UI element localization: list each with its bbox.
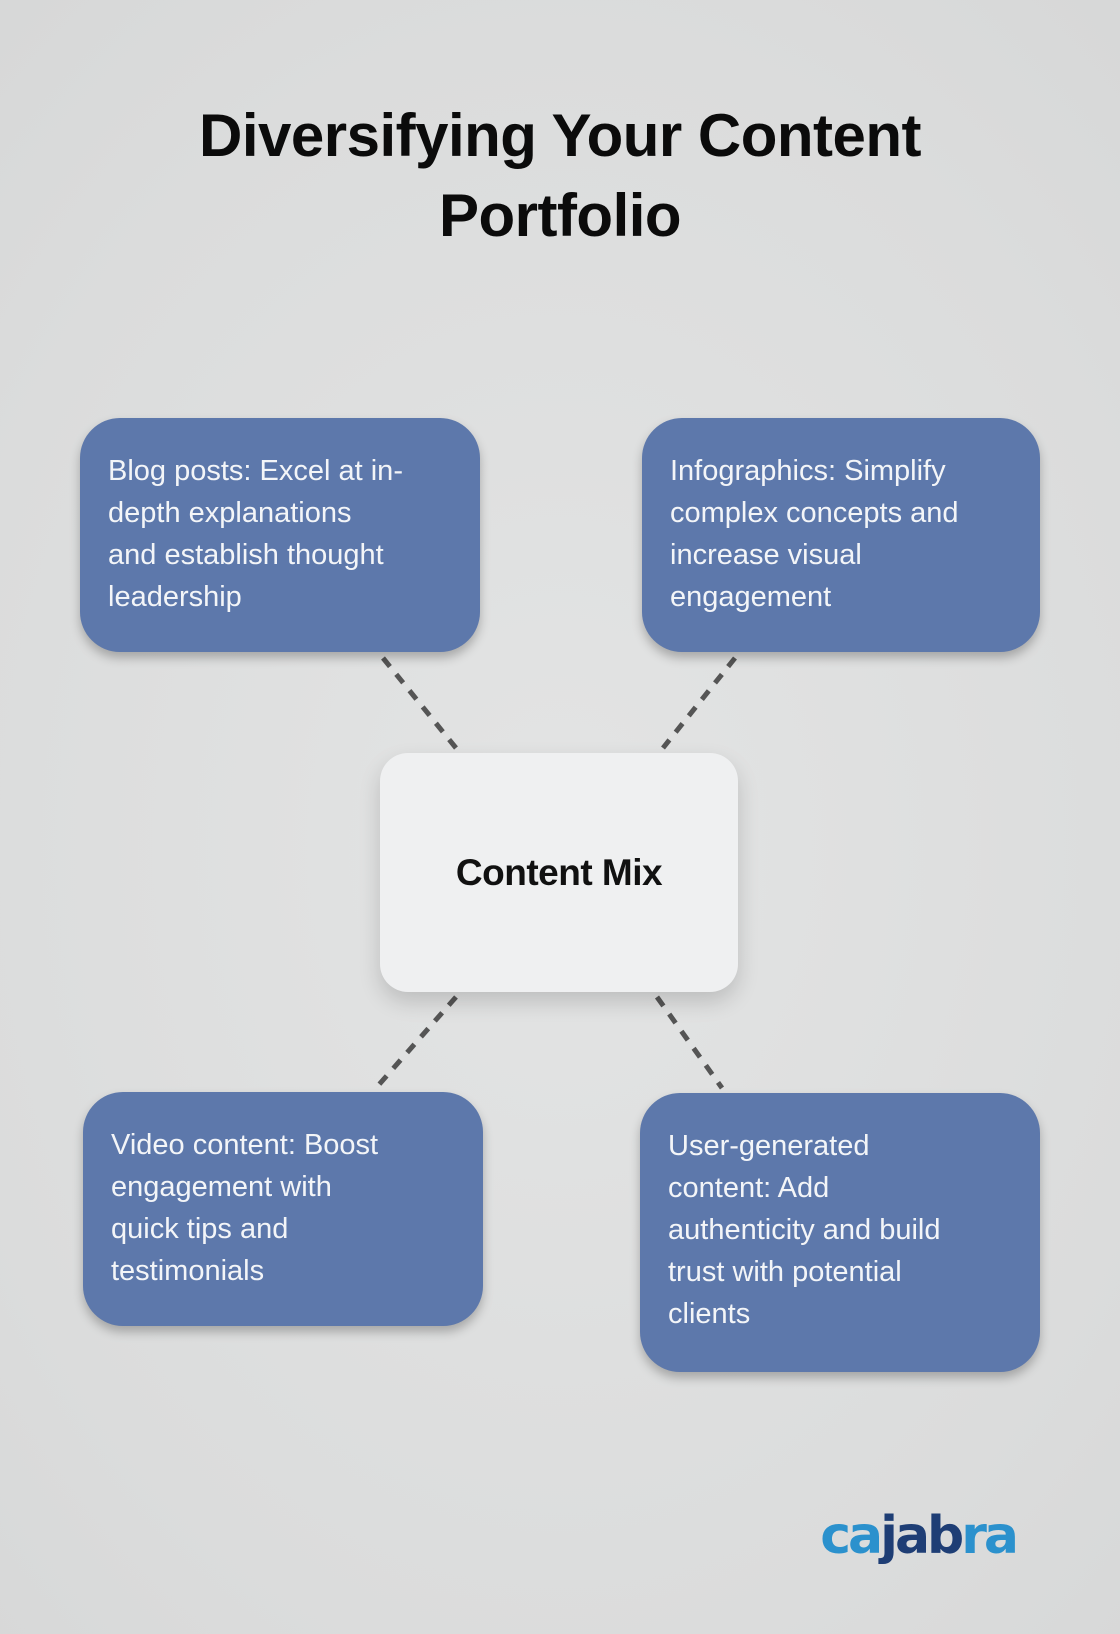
- node-text: Video content: Boost engagement with qui…: [111, 1129, 379, 1287]
- node-text: Blog posts: Excel at in- depth explanati…: [108, 455, 403, 613]
- connector-info-to-center: [661, 656, 737, 750]
- logo-segment: jab: [880, 1506, 964, 1566]
- page-title: Diversifying Your Content Portfolio: [198, 102, 922, 249]
- node-infographics: Infographics: Simplify complex concepts …: [642, 418, 1040, 652]
- node-content-mix: Content Mix: [380, 753, 738, 992]
- center-node-label: Content Mix: [455, 851, 663, 893]
- node-text: Infographics: Simplify complex concepts …: [670, 455, 959, 613]
- logo-segment: ra: [961, 1506, 1019, 1566]
- node-video-content: Video content: Boost engagement with qui…: [83, 1092, 483, 1326]
- cajabra-logo: cajabra: [820, 1510, 1019, 1562]
- logo-segment: ca: [820, 1506, 883, 1566]
- node-user-generated-content: User-generated content: Add authenticity…: [640, 1093, 1040, 1372]
- node-text: User-generated content: Add authenticity…: [668, 1130, 941, 1330]
- node-blog-posts: Blog posts: Excel at in- depth explanati…: [80, 418, 480, 652]
- connector-center-to-video: [374, 995, 458, 1090]
- connector-blog-to-center: [381, 656, 458, 750]
- connector-center-to-ugc: [654, 995, 725, 1090]
